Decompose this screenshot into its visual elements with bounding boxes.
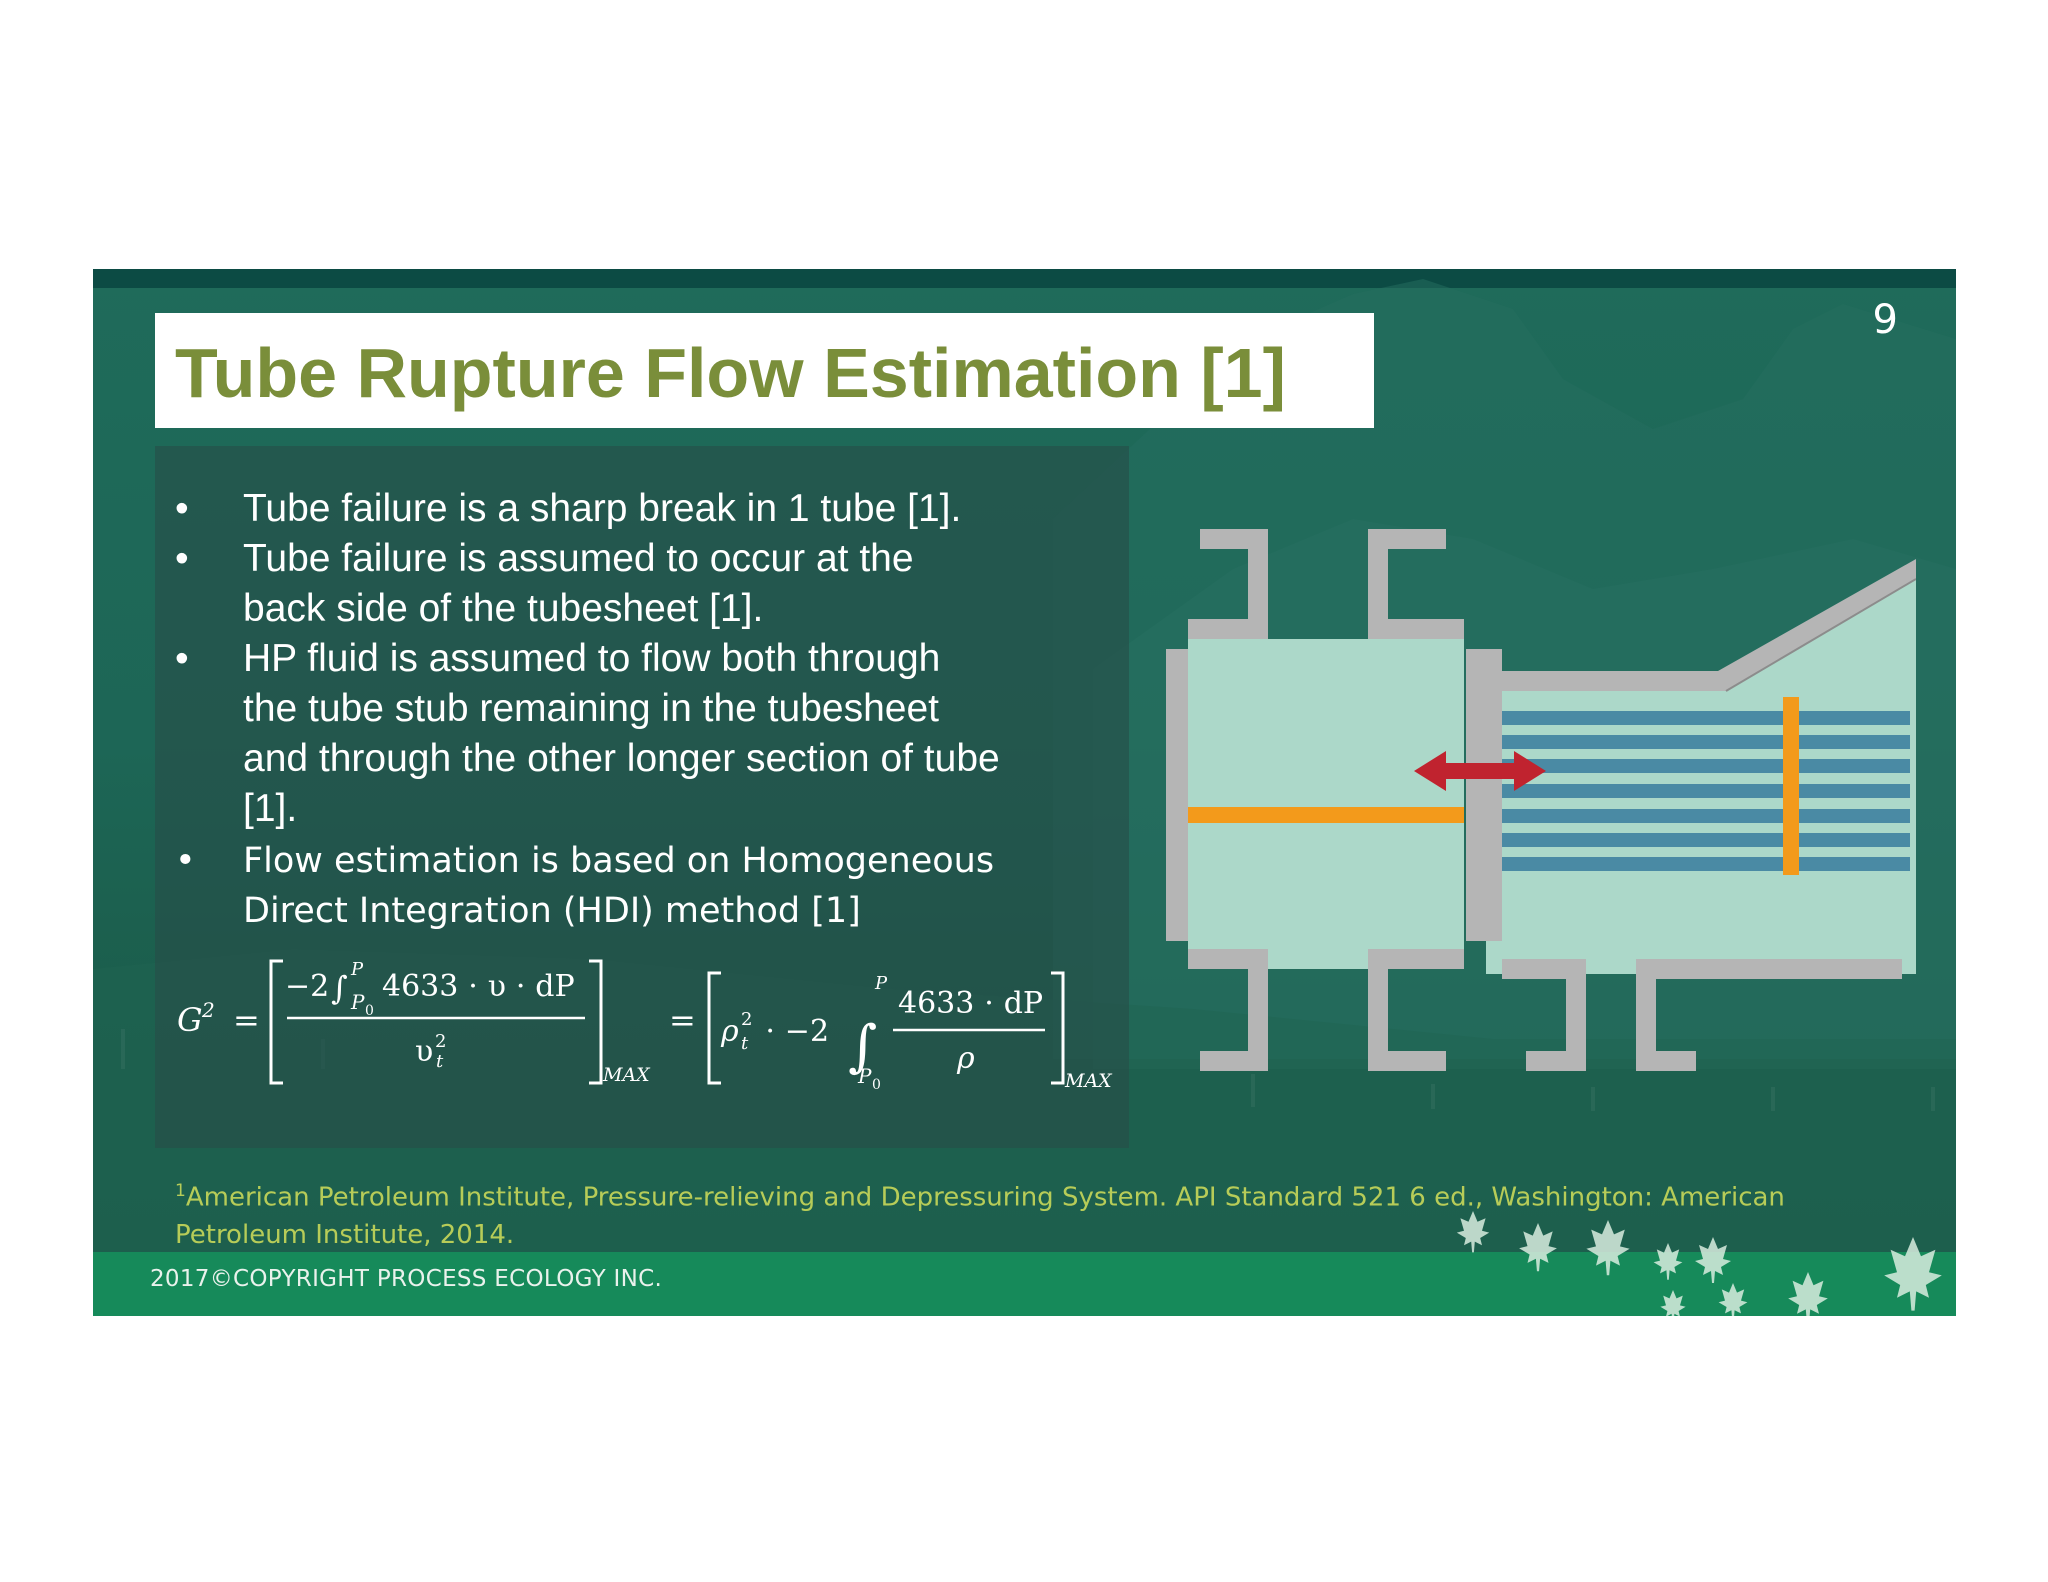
shell-top-wall xyxy=(1486,559,1916,691)
bullet-list: • Tube failure is a sharp break in 1 tub… xyxy=(155,484,1129,936)
eq-int2-lower-sub: 0 xyxy=(872,1077,881,1093)
bullet-item: • Tube failure is a sharp break in 1 tub… xyxy=(155,484,1129,534)
heat-exchanger-diagram xyxy=(1166,529,1916,1071)
page-number: 9 xyxy=(1872,297,1898,343)
eq-equals-2: = xyxy=(669,1001,696,1039)
bullet-line: Tube failure is assumed to occur at the xyxy=(243,537,914,580)
top-bar xyxy=(93,269,1956,288)
eq-integral-1: ∫ xyxy=(331,969,348,1007)
bracket-2 xyxy=(707,971,1065,1085)
footnote: 1American Petroleum Institute, Pressure-… xyxy=(175,1173,1785,1254)
bullet-line: Tube failure is a sharp break in 1 tube … xyxy=(243,487,962,530)
bullet-line: and through the other longer section of … xyxy=(243,737,1000,780)
baffle xyxy=(1783,697,1799,875)
bullet-item: • Tube failure is assumed to occur at th… xyxy=(155,534,1129,634)
eq-max-2: MAX xyxy=(1064,1070,1113,1092)
eq-int2-lower: P xyxy=(857,1064,872,1088)
channel-walls xyxy=(1166,529,1902,1071)
bullet-line: the tube stub remaining in the tubesheet xyxy=(243,687,939,730)
bullet-item: • HP fluid is assumed to flow both throu… xyxy=(155,634,1129,834)
double-arrow-icon xyxy=(1414,751,1546,791)
content-panel: • Tube failure is a sharp break in 1 tub… xyxy=(155,446,1129,1148)
footnote-text: American Petroleum Institute, Pressure-r… xyxy=(185,1182,1785,1213)
channel-fluid xyxy=(1188,639,1464,969)
footnote-marker: 1 xyxy=(175,1181,186,1201)
eq-t1-coef: −2 xyxy=(285,969,329,1004)
bullet-line: [1]. xyxy=(243,787,298,830)
bracket-1 xyxy=(269,959,603,1085)
pass-partition xyxy=(1188,807,1464,823)
eq-int1-lower: P xyxy=(350,990,365,1014)
bullet-line: Direct Integration (HDI) method [1] xyxy=(243,891,861,931)
eq-t2-denominator: ρ xyxy=(956,1041,975,1076)
maple-leaves-decoration xyxy=(1456,1211,1942,1316)
eq-lhs: G xyxy=(177,1001,203,1039)
bullet-line: back side of the tubesheet [1]. xyxy=(243,587,764,630)
eq-max-1: MAX xyxy=(602,1064,651,1086)
tube-bundle xyxy=(1488,711,1910,871)
bullet-dot: • xyxy=(175,841,196,881)
bullet-dot: • xyxy=(175,537,189,580)
slide: 9 Tube Rupture Flow Estimation [1] • Tub… xyxy=(93,269,1956,1316)
bullet-line: HP fluid is assumed to flow both through xyxy=(243,637,941,680)
footnote-line: 1American Petroleum Institute, Pressure-… xyxy=(175,1173,1785,1217)
bullet-dot: • xyxy=(175,487,189,530)
shell-fluid xyxy=(1486,579,1916,974)
eq-t1-numerator: 4633 ⋅ υ ⋅ dP xyxy=(382,969,575,1004)
eq-integral-2: ∫ xyxy=(848,1014,877,1079)
eq-t2-numerator: 4633 ⋅ dP xyxy=(898,986,1043,1021)
bullet-line: Flow estimation is based on Homogeneous xyxy=(243,841,995,881)
copyright-text: 2017©COPYRIGHT PROCESS ECOLOGY INC. xyxy=(150,1266,663,1292)
eq-t2-mid: ⋅ −2 xyxy=(765,1014,829,1049)
bullet-dot: • xyxy=(175,637,189,680)
eq-t1-den-sub: t xyxy=(436,1051,444,1072)
eq-t1-den-sup: 2 xyxy=(435,1031,446,1052)
eq-int2-upper: P xyxy=(874,973,888,994)
eq-t1-denominator: υ xyxy=(415,1034,433,1069)
eq-lhs-power: 2 xyxy=(201,998,215,1022)
footer-band: 2017©COPYRIGHT PROCESS ECOLOGY INC. xyxy=(93,1252,1956,1316)
slide-title: Tube Rupture Flow Estimation [1] xyxy=(175,334,1286,412)
eq-t2-rho-sub: t xyxy=(741,1033,749,1054)
eq-equals-1: = xyxy=(233,1001,260,1039)
eq-t2-rho-sup: 2 xyxy=(741,1009,752,1030)
eq-int1-lower-sub: 0 xyxy=(365,1003,374,1019)
eq-int1-upper: P xyxy=(350,959,364,980)
bullet-item: • Flow estimation is based on Homogeneou… xyxy=(155,836,1129,936)
eq-t2-rho: ρ xyxy=(720,1014,739,1049)
footnote-line: Petroleum Institute, 2014. xyxy=(175,1219,515,1250)
hdi-equation: G 2 = −2 ∫ P P 0 4633 ⋅ υ ⋅ dP υ 2 t MAX xyxy=(177,959,1113,1093)
title-box: Tube Rupture Flow Estimation [1] xyxy=(155,313,1374,428)
